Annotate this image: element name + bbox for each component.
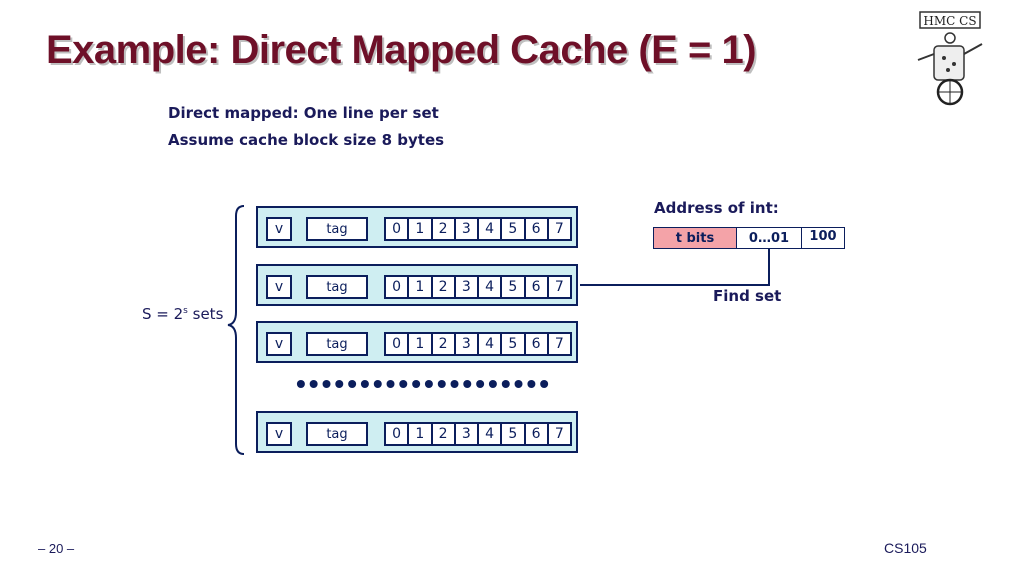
byte-cell: 0 [386, 219, 410, 239]
cache-set-row: v tag 0 1 2 3 4 5 6 7 [256, 264, 578, 306]
valid-bit: v [266, 332, 292, 356]
tag-field: tag [306, 275, 368, 299]
find-set-connector [580, 249, 770, 286]
cache-block: 0 1 2 3 4 5 6 7 [384, 275, 572, 299]
cache-set-row: v tag 0 1 2 3 4 5 6 7 [256, 206, 578, 248]
valid-bit: v [266, 422, 292, 446]
byte-cell: 4 [479, 219, 503, 239]
byte-cell: 2 [433, 219, 456, 239]
byte-cell: 6 [526, 277, 549, 297]
byte-cell: 6 [526, 424, 549, 444]
byte-cell: 3 [456, 277, 479, 297]
byte-cell: 4 [479, 334, 503, 354]
byte-cell: 4 [479, 424, 503, 444]
byte-cell: 1 [409, 219, 433, 239]
note-direct-mapped: Direct mapped: One line per set [168, 104, 439, 122]
address-tag-bits: t bits [653, 227, 737, 249]
more-sets-ellipsis: •••••••••••••••••••• [296, 368, 553, 399]
byte-cell: 2 [433, 334, 456, 354]
byte-cell: 3 [456, 334, 479, 354]
byte-cell: 7 [554, 279, 564, 295]
byte-cell: 5 [502, 424, 526, 444]
byte-cell: 2 [433, 424, 456, 444]
tag-field: tag [306, 217, 368, 241]
valid-bit: v [266, 217, 292, 241]
sets-brace [227, 205, 245, 455]
byte-cell: 1 [409, 277, 433, 297]
byte-cell: 4 [479, 277, 503, 297]
byte-cell: 6 [526, 219, 549, 239]
hmc-cs-logo: HMC CS [917, 11, 983, 106]
byte-cell: 2 [433, 277, 456, 297]
sets-label-exponent: s [183, 306, 188, 316]
course-label: CS105 [884, 540, 927, 556]
cache-block: 0 1 2 3 4 5 6 7 [384, 217, 572, 241]
address-set-index: 0…01 [736, 227, 802, 249]
byte-cell: 5 [502, 219, 526, 239]
byte-cell: 7 [554, 426, 564, 442]
address-block-offset: 100 [801, 227, 845, 249]
find-set-label: Find set [713, 287, 782, 305]
byte-cell: 0 [386, 424, 410, 444]
note-block-size: Assume cache block size 8 bytes [168, 131, 445, 149]
page-number: – 20 – [38, 541, 75, 556]
tag-field: tag [306, 422, 368, 446]
cache-set-row: v tag 0 1 2 3 4 5 6 7 [256, 411, 578, 453]
sets-count-label: S = 2s sets [142, 305, 223, 323]
valid-bit: v [266, 275, 292, 299]
byte-cell: 5 [502, 334, 526, 354]
byte-cell: 5 [502, 277, 526, 297]
cache-set-row: v tag 0 1 2 3 4 5 6 7 [256, 321, 578, 363]
byte-cell: 3 [456, 424, 479, 444]
byte-cell: 1 [409, 334, 433, 354]
byte-cell: 0 [386, 334, 410, 354]
cache-block: 0 1 2 3 4 5 6 7 [384, 332, 572, 356]
tag-field: tag [306, 332, 368, 356]
byte-cell: 1 [409, 424, 433, 444]
byte-cell: 3 [456, 219, 479, 239]
logo-text: HMC CS [923, 14, 976, 28]
cache-block: 0 1 2 3 4 5 6 7 [384, 422, 572, 446]
byte-cell: 7 [554, 336, 564, 352]
byte-cell: 6 [526, 334, 549, 354]
byte-cell: 0 [386, 277, 410, 297]
sets-label-suffix: sets [187, 305, 224, 323]
address-label: Address of int: [654, 199, 779, 217]
slide-title: Example: Direct Mapped Cache (E = 1) [46, 28, 757, 72]
sets-label-base: S = 2 [142, 305, 184, 323]
byte-cell: 7 [554, 221, 564, 237]
